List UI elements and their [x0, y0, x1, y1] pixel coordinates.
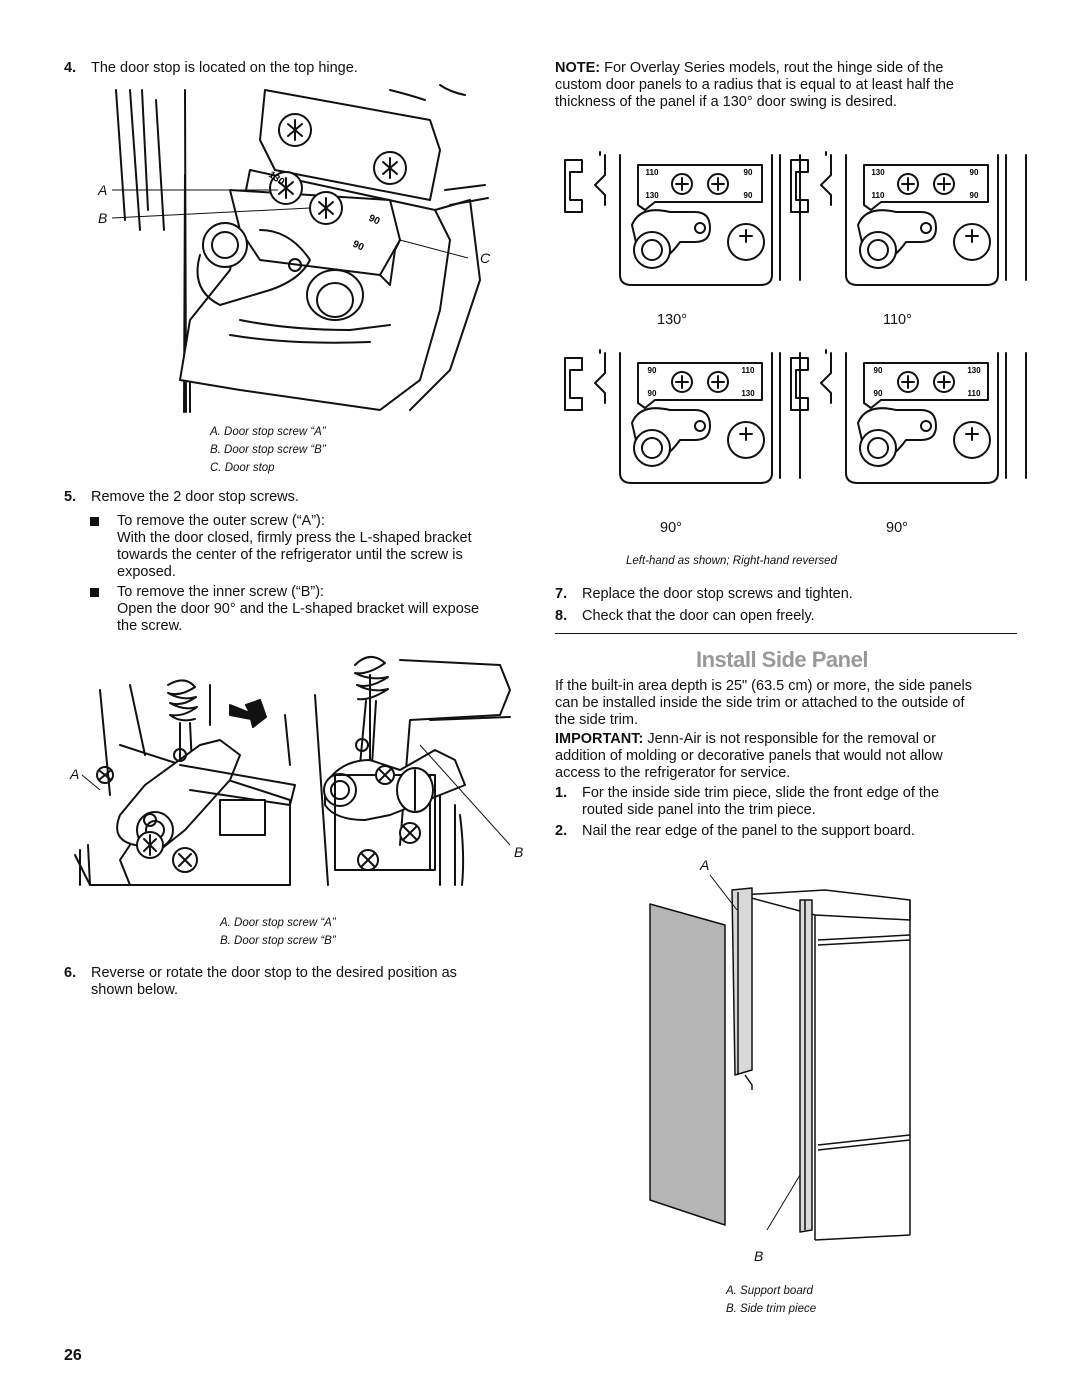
callout-b: B	[754, 1248, 764, 1264]
hinge-mark: 90	[648, 366, 657, 375]
hinge-diagram: 130 90 110 90	[790, 151, 1027, 286]
screw-group	[269, 113, 407, 225]
hinge-mark: 110	[872, 191, 885, 200]
step-number: 4.	[64, 60, 77, 76]
hinge-mark: 110	[646, 168, 659, 177]
step-text-line: routed side panel into the trim piece.	[582, 802, 816, 818]
section-divider	[555, 633, 1017, 634]
callout-b: B	[98, 210, 108, 226]
callout-a: A	[70, 766, 80, 782]
note-text: For Overlay Series models, rout the hing…	[600, 60, 944, 76]
figure-caption: A. Support board B. Side trim piece	[726, 1282, 816, 1318]
hinge-diagram: 110 90 130 90	[564, 151, 801, 286]
bullet-square	[90, 517, 99, 526]
step-text: Remove the 2 door stop screws.	[91, 489, 299, 505]
hinge-mark: 90	[648, 389, 657, 398]
figure-caption: A. Door stop screw “A” B. Door stop scre…	[220, 914, 336, 950]
bullet-body-line: Open the door 90° and the L-shaped brack…	[117, 601, 480, 617]
caption-line: A. Support board	[726, 1285, 813, 1297]
important-note: IMPORTANT: Jenn-Air is not responsible f…	[555, 731, 1025, 782]
hinge-mark: 110	[742, 366, 755, 375]
note: NOTE: For Overlay Series models, rout th…	[555, 60, 1025, 111]
callout-a: A	[98, 182, 108, 198]
hinge-diagram: 90 130 90 110	[790, 349, 1027, 484]
note-text: thickness of the panel if a 130° door sw…	[555, 94, 897, 110]
bullet-body-line: towards the center of the refrigerator u…	[117, 547, 463, 563]
top-hinge-illustration: 130 90 90	[111, 84, 489, 413]
intro-line: the side trim.	[555, 712, 638, 728]
step-text-line: Reverse or rotate the door stop to the d…	[91, 965, 457, 981]
hinge-mark: 90	[874, 389, 883, 398]
hinge-mark: 90	[351, 239, 366, 254]
caption-line: B. Side trim piece	[726, 1303, 817, 1315]
angle-label: 110°	[883, 312, 912, 328]
hinge-mark: 90	[874, 366, 883, 375]
hinge-mark: 90	[367, 213, 382, 228]
hinge-mark: 90	[970, 168, 979, 177]
callout-c: C	[480, 250, 491, 266]
step-6: 6. Reverse or rotate the door stop to th…	[64, 965, 524, 999]
step-number: 1.	[555, 785, 568, 801]
page-number: 26	[64, 1347, 82, 1364]
intro-paragraph: If the built-in area depth is 25" (63.5 …	[555, 678, 1025, 729]
caption-line: A. Door stop screw “A”	[220, 917, 336, 929]
bullet-body-line: the screw.	[117, 618, 183, 634]
important-label: IMPORTANT:	[555, 731, 644, 747]
step-number: 2.	[555, 823, 568, 839]
step-number: 6.	[64, 965, 77, 981]
side-panel-illustration	[649, 874, 911, 1241]
door-stop-screws-illustration	[74, 656, 511, 886]
angle-label: 90°	[886, 520, 908, 536]
step-text-line: For the inside side trim piece, slide th…	[582, 785, 940, 801]
callout-a: A	[700, 857, 710, 873]
bullet-square	[90, 588, 99, 597]
bullet-body-line: With the door closed, firmly press the L…	[117, 530, 472, 546]
bullet-title: To remove the inner screw (“B”):	[117, 584, 325, 600]
step-text: Check that the door can open freely.	[582, 608, 815, 624]
angle-label: 90°	[660, 520, 682, 536]
hinge-mark: 90	[744, 168, 753, 177]
angle-label: 130°	[657, 312, 687, 328]
important-text: access to the refrigerator for service.	[555, 765, 791, 781]
figure-caption: Left-hand as shown; Right-hand reversed	[626, 555, 837, 567]
callout-b: B	[514, 844, 524, 860]
hinge-mark: 130	[871, 168, 885, 177]
important-text: addition of molding or decorative panels…	[555, 748, 943, 764]
step-text: The door stop is located on the top hing…	[91, 60, 358, 76]
bullet-item: To remove the inner screw (“B”): Open th…	[90, 584, 530, 635]
hinge-mark: 130	[741, 389, 755, 398]
hinge-mark: 130	[967, 366, 981, 375]
note-label: NOTE:	[555, 60, 601, 76]
step-1: 1. For the inside side trim piece, slide…	[555, 785, 1025, 819]
bullet-body-line: exposed.	[117, 564, 176, 580]
bullet-item: To remove the outer screw (“A”): With th…	[90, 513, 530, 581]
hinge-mark: 90	[744, 191, 753, 200]
caption-line: A. Door stop screw “A”	[210, 426, 326, 438]
intro-line: If the built-in area depth is 25" (63.5 …	[555, 678, 973, 694]
step-number: 8.	[555, 608, 568, 624]
figure-caption: A. Door stop screw “A” B. Door stop scre…	[210, 423, 326, 477]
caption-line: B. Door stop screw “B”	[210, 444, 326, 456]
hinge-mark: 130	[645, 191, 659, 200]
step-text: Nail the rear edge of the panel to the s…	[582, 823, 915, 839]
caption-line: C. Door stop	[210, 462, 275, 474]
intro-line: can be installed inside the side trim or…	[555, 695, 965, 711]
note-text: custom door panels to a radius that is e…	[555, 77, 954, 93]
step-number: 5.	[64, 489, 77, 505]
hinge-diagram: 90 110 90 130	[564, 349, 801, 484]
hinge-mark: 90	[970, 191, 979, 200]
step-number: 7.	[555, 586, 568, 602]
bullet-title: To remove the outer screw (“A”):	[117, 513, 325, 529]
step-text: Replace the door stop screws and tighten…	[582, 586, 853, 602]
caption-line: B. Door stop screw “B”	[220, 935, 336, 947]
section-title: Install Side Panel	[696, 647, 868, 672]
hinge-mark: 110	[968, 389, 981, 398]
step-text-line: shown below.	[91, 982, 179, 998]
important-text: Jenn-Air is not responsible for the remo…	[643, 731, 936, 747]
